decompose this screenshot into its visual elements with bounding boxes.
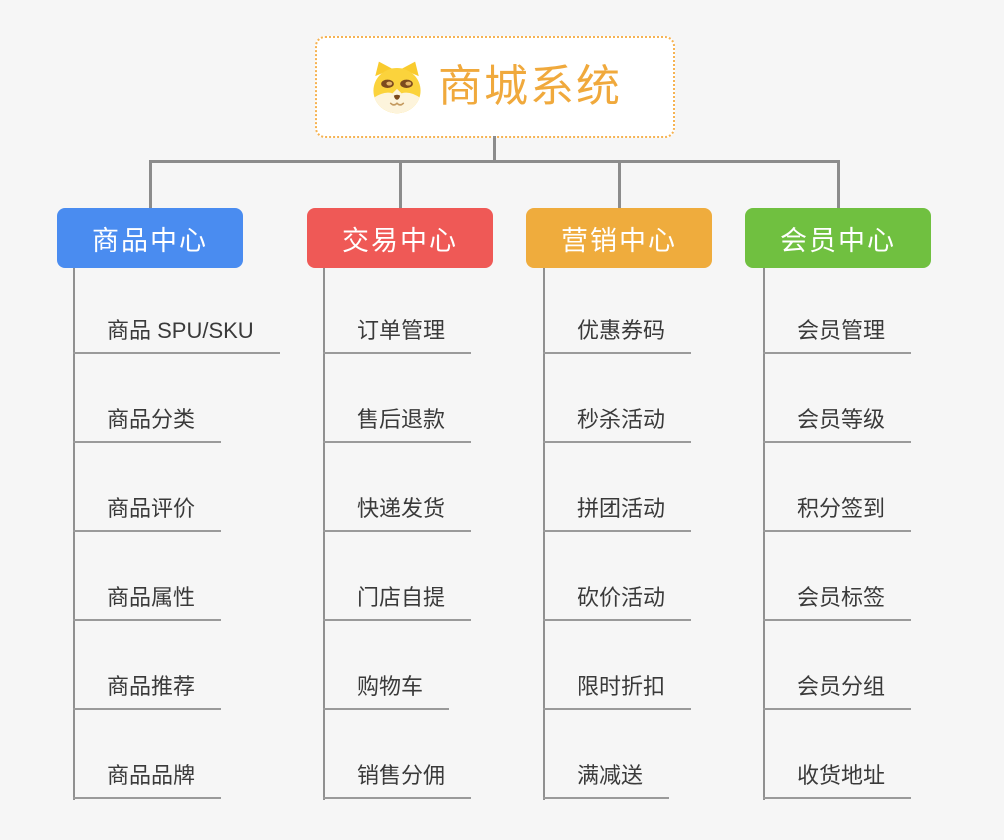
branch-node-trade[interactable]: 交易中心 [307, 208, 493, 268]
leaf-label[interactable]: 优惠券码 [543, 318, 692, 354]
connector-root-stub [493, 136, 496, 163]
leaf-column-trade: 订单管理 售后退款 快递发货 门店自提 购物车 销售分佣 [323, 268, 472, 799]
leaf-label[interactable]: 限时折扣 [543, 674, 692, 710]
leaf-label[interactable]: 拼团活动 [543, 496, 692, 532]
root-node[interactable]: 商城系统 [315, 36, 675, 138]
leaf-node[interactable]: 售后退款 [323, 354, 472, 443]
leaf-label[interactable]: 商品推荐 [73, 674, 222, 710]
leaf-node[interactable]: 优惠券码 [543, 268, 692, 354]
leaf-label[interactable]: 满减送 [543, 763, 670, 799]
leaf-node[interactable]: 收货地址 [763, 710, 912, 799]
leaf-node[interactable]: 销售分佣 [323, 710, 472, 799]
leaf-node[interactable]: 商品分类 [73, 354, 222, 443]
leaf-label[interactable]: 收货地址 [763, 763, 912, 799]
connector-branchline-products [73, 268, 75, 800]
leaf-label[interactable]: 秒杀活动 [543, 407, 692, 443]
leaf-label[interactable]: 订单管理 [323, 318, 472, 354]
leaf-column-products: 商品 SPU/SKU 商品分类 商品评价 商品属性 商品推荐 商品品牌 [73, 268, 280, 799]
leaf-node[interactable]: 商品品牌 [73, 710, 222, 799]
leaf-label[interactable]: 售后退款 [323, 407, 472, 443]
leaf-node[interactable]: 商品属性 [73, 532, 222, 621]
connector-branchline-trade [323, 268, 325, 800]
branch-node-products[interactable]: 商品中心 [57, 208, 243, 268]
leaf-node[interactable]: 订单管理 [323, 268, 472, 354]
leaf-label[interactable]: 会员标签 [763, 585, 912, 621]
leaf-label[interactable]: 商品分类 [73, 407, 222, 443]
leaf-node[interactable]: 门店自提 [323, 532, 472, 621]
leaf-node[interactable]: 快递发货 [323, 443, 472, 532]
shiba-dog-icon [373, 61, 421, 114]
connector-stub-trade [399, 163, 402, 209]
connector-stub-members [837, 163, 840, 209]
connector-branchline-marketing [543, 268, 545, 800]
leaf-label[interactable]: 快递发货 [323, 496, 472, 532]
leaf-label[interactable]: 会员等级 [763, 407, 912, 443]
leaf-label[interactable]: 砍价活动 [543, 585, 692, 621]
leaf-node[interactable]: 购物车 [323, 621, 450, 710]
leaf-node[interactable]: 商品评价 [73, 443, 222, 532]
root-label: 商城系统 [438, 62, 622, 111]
leaf-label[interactable]: 商品属性 [73, 585, 222, 621]
leaf-label[interactable]: 商品 SPU/SKU [73, 318, 280, 354]
leaf-node[interactable]: 会员标签 [763, 532, 912, 621]
leaf-node[interactable]: 限时折扣 [543, 621, 692, 710]
connector-branchline-members [763, 268, 765, 800]
leaf-node[interactable]: 秒杀活动 [543, 354, 692, 443]
leaf-node[interactable]: 砍价活动 [543, 532, 692, 621]
leaf-node[interactable]: 满减送 [543, 710, 670, 799]
leaf-column-marketing: 优惠券码 秒杀活动 拼团活动 砍价活动 限时折扣 满减送 [543, 268, 692, 799]
leaf-node[interactable]: 拼团活动 [543, 443, 692, 532]
leaf-label[interactable]: 商品品牌 [73, 763, 222, 799]
leaf-label[interactable]: 门店自提 [323, 585, 472, 621]
leaf-node[interactable]: 积分签到 [763, 443, 912, 532]
leaf-node[interactable]: 会员管理 [763, 268, 912, 354]
leaf-node[interactable]: 会员分组 [763, 621, 912, 710]
leaf-node[interactable]: 会员等级 [763, 354, 912, 443]
leaf-label[interactable]: 积分签到 [763, 496, 912, 532]
leaf-column-members: 会员管理 会员等级 积分签到 会员标签 会员分组 收货地址 [763, 268, 912, 799]
branch-node-members[interactable]: 会员中心 [745, 208, 931, 268]
leaf-label[interactable]: 销售分佣 [323, 763, 472, 799]
connector-stub-marketing [618, 163, 621, 209]
leaf-node[interactable]: 商品 SPU/SKU [73, 268, 280, 354]
leaf-label[interactable]: 购物车 [323, 674, 450, 710]
leaf-label[interactable]: 会员分组 [763, 674, 912, 710]
leaf-label[interactable]: 商品评价 [73, 496, 222, 532]
connector-stub-products [149, 163, 152, 209]
branch-node-marketing[interactable]: 营销中心 [526, 208, 712, 268]
connector-trunk-line [149, 160, 840, 163]
leaf-label[interactable]: 会员管理 [763, 318, 912, 354]
leaf-node[interactable]: 商品推荐 [73, 621, 222, 710]
